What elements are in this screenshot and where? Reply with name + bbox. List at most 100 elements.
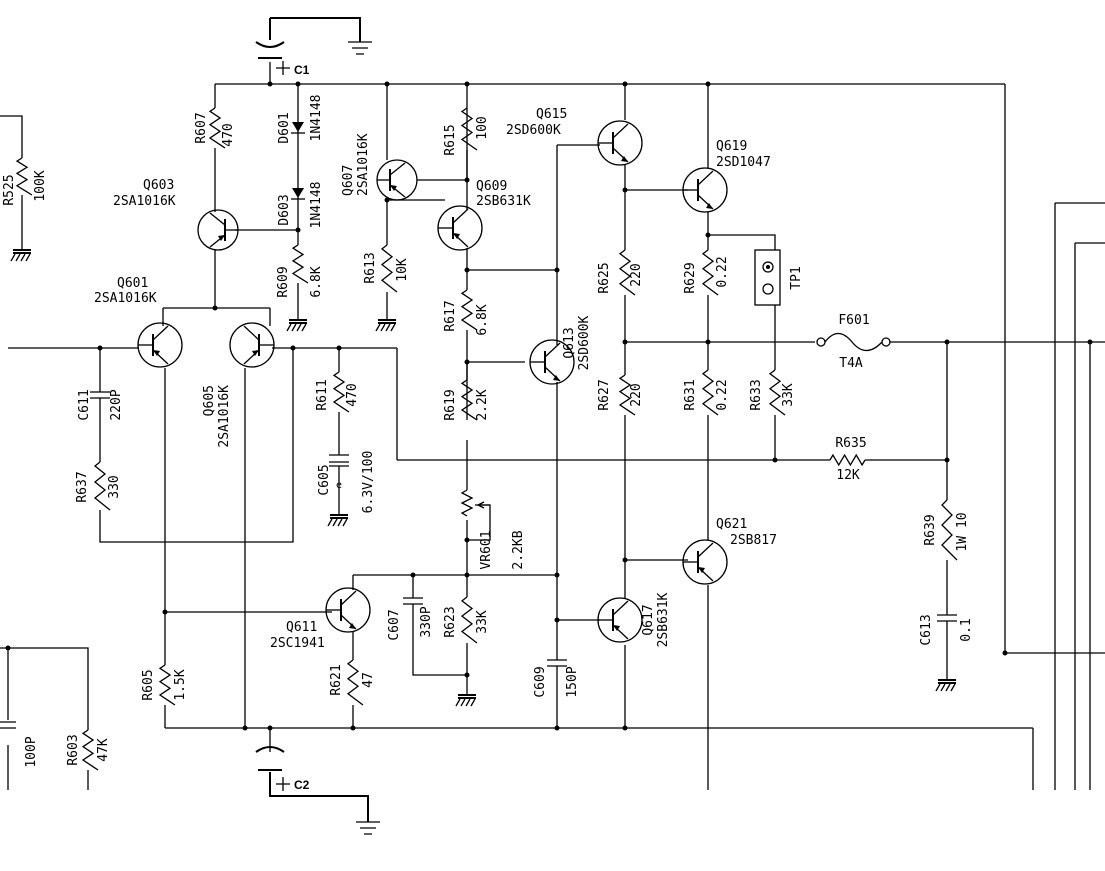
c613-ref: C613: [919, 614, 934, 645]
capacitor-c1: C1: [255, 41, 310, 77]
resistor-layer: [15, 107, 958, 771]
resistor-r625: [618, 249, 636, 296]
resistor-r615: [460, 107, 478, 151]
r639-ref: R639: [923, 514, 938, 545]
cap-c607: [403, 597, 423, 616]
q617-ref: Q617: [641, 604, 656, 635]
r621-ref: R621: [329, 664, 344, 695]
r603-value: 47K: [96, 738, 111, 762]
r617-ref: R617: [443, 300, 458, 331]
resistor-r609: [291, 244, 309, 284]
q601-ref: Q601: [117, 276, 148, 291]
chassis-ground-icon: [935, 679, 956, 692]
transistor-q611: [325, 587, 371, 633]
junction-dots: [5, 81, 1093, 731]
diode-d603: [291, 188, 305, 200]
r615-ref: R615: [443, 124, 458, 155]
transistor-q609: [437, 205, 483, 251]
transistor-q615: [597, 120, 643, 166]
r619-ref: R619: [443, 389, 458, 420]
q611-part: 2SC1941: [270, 636, 325, 651]
r609-ref: R609: [276, 266, 291, 297]
resistor-r621: [346, 659, 364, 706]
resistor-r525: [15, 157, 33, 196]
vr601: [460, 489, 490, 517]
transistor-q619: [682, 167, 728, 213]
r625-ref: R625: [597, 262, 612, 293]
cap-c611: [90, 391, 110, 410]
r633-value: 33K: [781, 383, 796, 407]
cap-c605: e: [329, 454, 349, 491]
cap-c609: [547, 659, 567, 690]
r611-ref: R611: [315, 379, 330, 410]
q613-ref: Q613: [562, 327, 577, 358]
c605-value: 6.3V/100: [361, 451, 376, 514]
r625-value: 220: [629, 263, 644, 286]
r635-value: 12K: [836, 468, 860, 483]
q605-part: 2SA1016K: [217, 385, 232, 448]
r629-ref: R629: [683, 262, 698, 293]
resistor-r637: [93, 461, 111, 511]
transistor-q603: [197, 209, 239, 251]
c611-ref: C611: [77, 389, 92, 420]
r609-value: 6.8K: [309, 266, 324, 297]
transistor-q601: [137, 322, 183, 368]
q617-part: 2SB631K: [656, 592, 671, 647]
r605-value: 1.5K: [173, 669, 188, 700]
q619-ref: Q619: [716, 139, 747, 154]
q607-ref: Q607: [341, 165, 356, 196]
r637-ref: R637: [75, 471, 90, 502]
f601-value: T4A: [839, 356, 863, 371]
c2-label: C2: [294, 778, 310, 792]
resistor-r607: [208, 107, 226, 149]
chassis-ground-icon: [455, 694, 476, 707]
r613-ref: R613: [363, 252, 378, 283]
resistor-r629: [701, 249, 719, 296]
q621-ref: Q621: [716, 517, 747, 532]
r627-ref: R627: [597, 379, 612, 410]
c607-value: 330P: [419, 606, 434, 637]
r631-ref: R631: [683, 379, 698, 410]
wires: [0, 17, 1105, 822]
d603-part: 1N4148: [309, 182, 324, 229]
r619-value: 2.2K: [475, 389, 490, 420]
resistor-r635: [829, 453, 866, 467]
q609-ref: Q609: [476, 179, 507, 194]
chassis-ground-icon: [327, 514, 348, 527]
r623-value: 33K: [475, 610, 490, 634]
c609-ref: C609: [533, 666, 548, 697]
r525-ref: R525: [2, 174, 17, 205]
resistor-r627: [618, 374, 636, 416]
q607-part: 2SA1016K: [356, 133, 371, 196]
c1-label: C1: [294, 63, 310, 77]
resistor-r631: [701, 369, 719, 416]
chassis-grounds: [10, 249, 956, 707]
q603-part: 2SA1016K: [113, 194, 176, 209]
q621-part: 2SB817: [730, 533, 777, 548]
transistor-q607: [376, 159, 418, 201]
q615-part: 2SD600K: [506, 123, 561, 138]
cap-c613: [937, 614, 957, 640]
resistor-r639: [941, 499, 958, 561]
resistor-r603: [81, 729, 99, 771]
c611-value: 220P: [109, 389, 124, 420]
c100p-value: 100P: [24, 736, 39, 767]
r637-value: 330: [107, 475, 122, 498]
vr601-ref: VR601: [479, 530, 494, 569]
ground-symbols: [348, 36, 380, 835]
r629-value: 0.22: [715, 256, 730, 287]
transistor-q617: [597, 597, 643, 643]
r607-value: 470: [221, 123, 236, 146]
r611-value: 470: [345, 383, 360, 406]
r613-value: 10K: [395, 258, 410, 282]
r627-value: 220: [629, 383, 644, 406]
chassis-ground-icon: [10, 249, 31, 262]
r615-value: 100: [475, 116, 490, 139]
transistor-q605: [229, 322, 275, 368]
tp1-label: TP1: [789, 266, 804, 289]
q619-part: 2SD1047: [716, 155, 771, 170]
d603-ref: D603: [277, 194, 292, 225]
resistor-r605: [158, 664, 176, 706]
r635-ref: R635: [835, 436, 866, 451]
fuse-f601: [816, 332, 891, 352]
